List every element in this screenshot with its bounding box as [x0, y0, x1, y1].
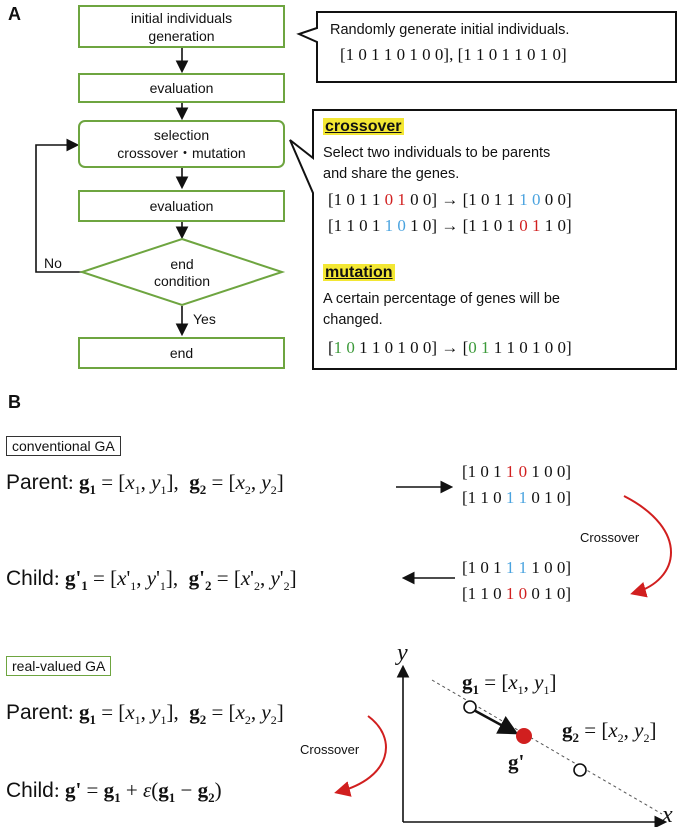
end-condition-diamond [78, 237, 286, 307]
real-child-label: Child [6, 779, 54, 802]
g-child-point-label: g' [508, 750, 525, 774]
real-parent-line: Parent: g1 = [x1, y1], g2 = [x2, y2] [6, 700, 284, 728]
box-evaluation-2: evaluation [78, 190, 285, 222]
interpolation-line [431, 679, 663, 815]
mutation-desc-2: changed. [323, 312, 383, 328]
callout-init-shape [296, 11, 677, 83]
callout-init-genes: [1 0 1 1 0 1 0 0], [1 1 0 1 1 0 1 0] [340, 45, 567, 64]
conventional-child-line: Child: g'1 = [x'1, y'1], g'2 = [x'2, y'2… [6, 566, 297, 594]
box-initial-generation-label: initial individuals generation [130, 9, 233, 44]
point-g2 [573, 763, 587, 777]
x-axis-label: x [662, 802, 673, 828]
end-condition-label: end condition [153, 256, 211, 289]
g1-point-label: g1 = [x1, y1] [462, 670, 557, 698]
real-valued-ga-tag: real-valued GA [6, 656, 112, 676]
g2-point-label: g2 = [x2, y2] [562, 718, 657, 746]
box-evaluation-2-label: evaluation [149, 198, 214, 214]
box-selection: selection crossover・mutation [78, 120, 285, 168]
y-axis-label: y [397, 640, 408, 666]
real-child-line: Child: g' = g1 + ε(g1 − g2) [6, 778, 222, 806]
mutation-row: [1 0 1 1 0 1 0 0] → [0 1 1 1 0 1 0 0] [328, 338, 572, 357]
arrow-loop-back [35, 138, 82, 273]
conventional-child-label: Child [6, 567, 54, 590]
box-evaluation-1-label: evaluation [149, 80, 214, 96]
crossover-title: crossover [323, 118, 404, 136]
crossover-row-1: [1 0 1 1 0 1 0 0] → [1 0 1 1 1 0 0 0] [328, 190, 572, 209]
conv-child-gene-2: [1 1 0 1 0 0 1 0] [462, 584, 572, 603]
real-crossover-label: Crossover [300, 742, 360, 757]
conventional-parent-line: Parent: g1 = [x1, y1], g2 = [x2, y2] [6, 470, 284, 498]
flowchart-connectors [35, 11, 677, 370]
panel-b-graphics [334, 480, 672, 827]
point-g1 [463, 700, 477, 714]
box-end-label: end [169, 345, 194, 361]
offspring-direction-arrow [469, 706, 519, 735]
mutation-title-text: mutation [323, 264, 395, 281]
mutation-title: mutation [323, 264, 395, 282]
panel-b-label: B [8, 392, 21, 412]
conv-child-gene-1: [1 0 1 1 1 1 0 0] [462, 558, 572, 577]
conventional-ga-tag: conventional GA [6, 436, 121, 456]
callout-init-text: Randomly generate initial individuals. [330, 22, 570, 38]
panel-a-label: A [8, 4, 21, 24]
conv-parent-gene-2: [1 1 0 1 1 0 1 0] [462, 488, 572, 507]
box-end: end [78, 337, 285, 369]
callout-ops-shape [289, 109, 677, 370]
crossover-desc-2: and share the genes. [323, 166, 460, 182]
box-initial-generation: initial individuals generation [78, 5, 285, 48]
no-label: No [44, 255, 62, 271]
crossover-title-text: crossover [323, 118, 404, 135]
conv-crossover-label: Crossover [580, 530, 640, 545]
conv-crossover-arrow [623, 495, 672, 598]
mutation-desc-1: A certain percentage of genes will be [323, 291, 560, 307]
crossover-desc-1: Select two individuals to be parents [323, 145, 551, 161]
real-crossover-arrow [334, 715, 387, 797]
yes-label: Yes [193, 311, 216, 327]
crossover-row-2: [1 1 0 1 1 0 1 0] → [1 1 0 1 0 1 1 0] [328, 216, 572, 235]
conventional-parent-label: Parent [6, 471, 68, 494]
box-evaluation-1: evaluation [78, 73, 285, 103]
real-parent-label: Parent [6, 701, 68, 724]
point-g-child [516, 728, 532, 744]
box-selection-label: selection crossover・mutation [117, 127, 246, 161]
conv-parent-gene-1: [1 0 1 1 0 1 0 0] [462, 462, 572, 481]
